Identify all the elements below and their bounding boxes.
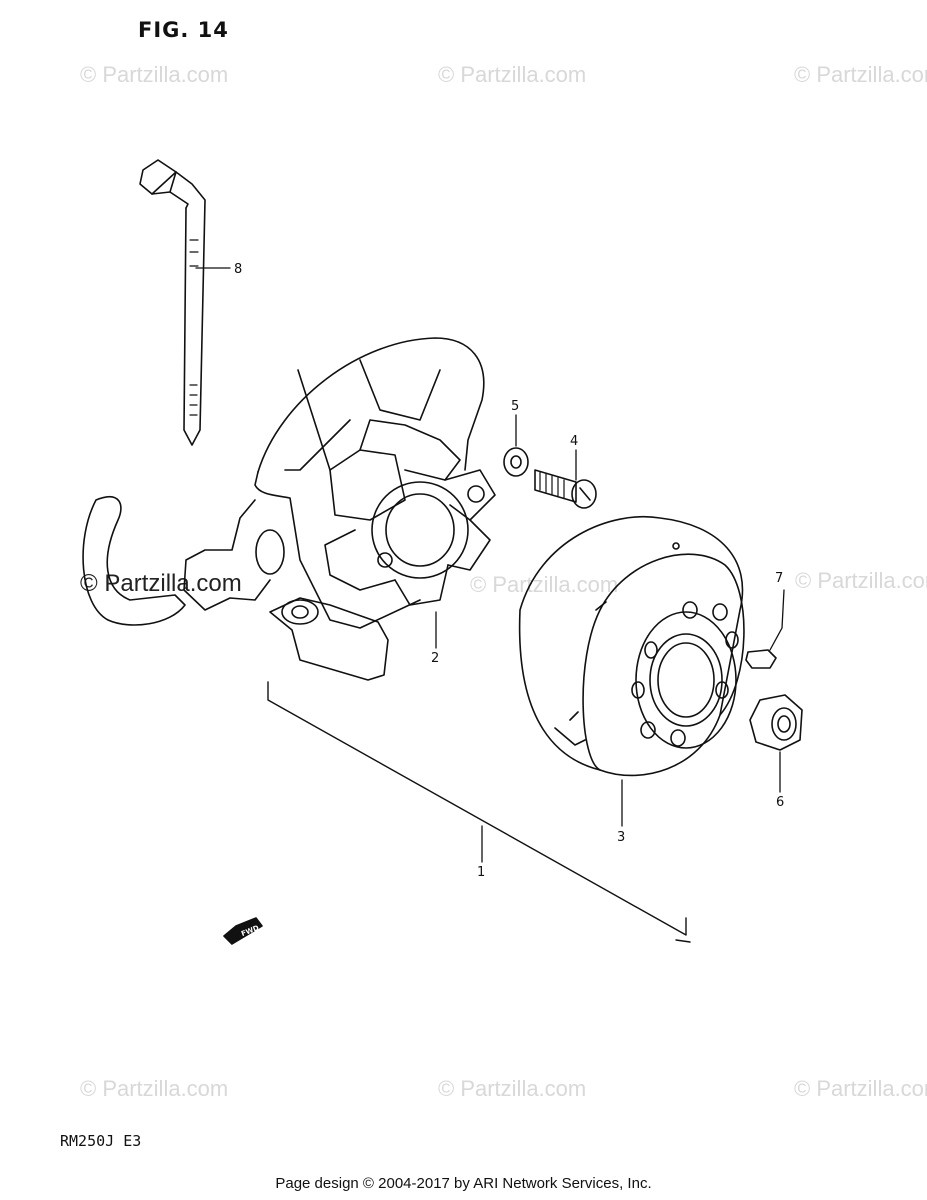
callout-7: 7 [775, 571, 783, 586]
callout-5: 5 [511, 399, 519, 414]
callout-1: 1 [477, 865, 485, 880]
nut-part [749, 694, 803, 751]
callout-2: 2 [431, 651, 439, 666]
washer-part [503, 447, 529, 477]
figure-title: FIG. 14 [138, 18, 229, 42]
assembly-bracket [267, 681, 691, 943]
leader-lines [195, 267, 785, 863]
stator-part [82, 337, 496, 681]
callout-3: 3 [617, 830, 625, 845]
model-code: RM250J E3 [60, 1132, 142, 1150]
callout-4: 4 [570, 434, 578, 449]
cable-clamp-part [139, 159, 206, 446]
callout-8: 8 [234, 262, 242, 277]
copyright-footer: Page design © 2004-2017 by ARI Network S… [275, 1175, 652, 1192]
key-part [745, 649, 777, 669]
fwd-arrow-icon: FWD [223, 917, 263, 945]
screw-part [534, 469, 597, 509]
rotor-part [518, 516, 745, 777]
callout-6: 6 [776, 795, 784, 810]
